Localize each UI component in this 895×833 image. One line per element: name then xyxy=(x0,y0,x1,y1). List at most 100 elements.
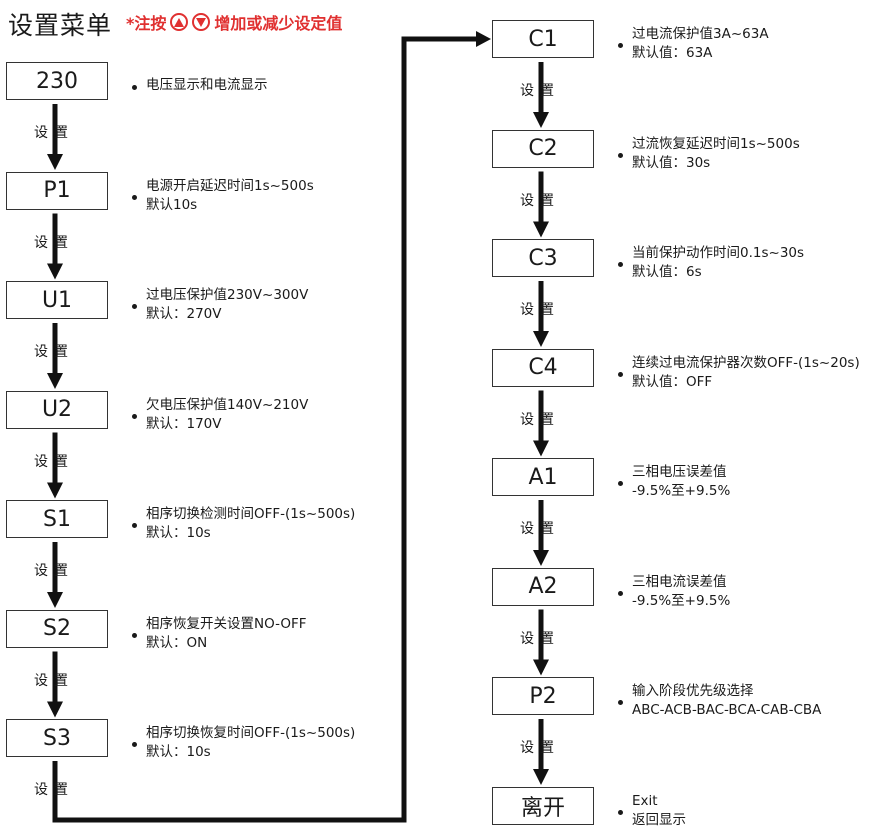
menu-box-right_column-0: C1 xyxy=(492,20,594,58)
step-label: 设置 xyxy=(520,83,560,99)
step-label: 设置 xyxy=(34,672,74,689)
menu-description: 电压显示和电流显示 xyxy=(146,76,268,95)
description-line: 当前保护动作时间0.1s~30s xyxy=(632,245,805,261)
bullet-dot xyxy=(618,481,623,486)
flow-arrow-head xyxy=(47,482,63,499)
menu-description: 相序切换恢复时间OFF-(1s~500s) 默认：10s xyxy=(146,724,355,762)
menu-description: Exit 返回显示 xyxy=(632,792,686,830)
flow-arrow-head xyxy=(533,769,549,785)
menu-description: 相序恢复开关设置NO-OFF 默认：ON xyxy=(146,615,307,653)
description-line: 电源开启延迟时间1s~500s xyxy=(146,177,314,194)
flow-arrow-head xyxy=(533,112,549,128)
description-line: 相序恢复开关设置NO-OFF xyxy=(146,615,307,632)
description-line: 过流恢复延迟时间1s~500s xyxy=(632,135,800,152)
flow-arrow-head xyxy=(533,440,549,457)
description-line: 输入阶段优先级选择 xyxy=(632,683,754,699)
step-label: 设置 xyxy=(520,302,560,318)
description-line: 相序切换恢复时间OFF-(1s~500s) xyxy=(146,725,356,741)
flow-arrow-head xyxy=(533,550,549,566)
bullet-dot xyxy=(132,413,137,419)
description-line: 相序切换检测时间OFF-(1s~500s) xyxy=(146,506,356,522)
menu-description: 过电压保护值230V~300V 默认：270V xyxy=(146,286,308,324)
description-line: ABC-ACB-BAC-BCA-CAB-CBA xyxy=(632,702,822,718)
menu-box-left_column-0: 230 xyxy=(6,62,108,100)
bullet-dot xyxy=(132,523,137,528)
bullet-dot xyxy=(132,304,137,309)
menu-box-right_column-5: A2 xyxy=(492,567,594,606)
description-line: 三相电流误差值 xyxy=(632,573,727,590)
flow-arrow-head xyxy=(47,592,63,608)
bullet-dot xyxy=(132,742,137,747)
menu-box-left_column-1: P1 xyxy=(6,171,108,210)
menu-description: 三相电压误差值-9.5%至+9.5% xyxy=(632,463,730,501)
down-triangle-circle-icon xyxy=(192,13,211,31)
description-line: 三相电压误差值 xyxy=(632,464,727,480)
menu-box-right_column-1: C2 xyxy=(492,129,594,168)
flow-arrow-head xyxy=(47,263,63,280)
description-line: 电压显示和电流显示 xyxy=(146,77,268,93)
description-line: 连续过电流保护器次数OFF-(1s~20s) xyxy=(632,354,860,371)
menu-box-left_column-3: U2 xyxy=(6,390,108,429)
note-suffix: 增加或减少设定值 xyxy=(214,14,343,33)
description-line: Exit xyxy=(632,792,658,809)
menu-description: 输入阶段优先级选择 ABC-ACB-BAC-BCA-CAB-CBA xyxy=(632,682,821,720)
bullet-dot xyxy=(132,632,137,638)
menu-box-right_column-7: 离开 xyxy=(492,786,594,825)
note-prefix: *注按 xyxy=(126,14,167,33)
menu-box-right_column-2: C3 xyxy=(492,239,594,277)
description-line: 默认值：30s xyxy=(632,154,711,171)
step-label: 设置 xyxy=(520,630,560,647)
menu-description: 过流恢复延迟时间1s~500s 默认值：30s xyxy=(632,135,800,173)
step-label: 设置 xyxy=(34,234,74,251)
menu-box-left_column-6: S3 xyxy=(6,719,108,757)
description-line: 默认值：63A xyxy=(632,45,713,61)
step-label: 设置 xyxy=(520,411,560,428)
flow-arrow-head xyxy=(533,221,549,238)
flow-arrow-head xyxy=(533,331,549,347)
step-label: 设置 xyxy=(34,125,74,141)
description-line: 返回显示 xyxy=(632,811,686,828)
description-line: 过电流保护值3A~63A xyxy=(632,26,769,42)
bullet-dot xyxy=(618,700,623,705)
description-line: 默认：ON xyxy=(146,634,208,651)
step-label: 设置 xyxy=(520,740,560,756)
bullet-dot xyxy=(618,590,623,596)
column-connector xyxy=(52,36,478,823)
description-line: 默认值：6s xyxy=(632,264,702,280)
flow-arrow-head xyxy=(47,154,63,170)
menu-description: 三相电流误差值 -9.5%至+9.5% xyxy=(632,573,730,611)
menu-description: 连续过电流保护器次数OFF-(1s~20s) 默认值：OFF xyxy=(632,354,860,392)
flow-arrow-head xyxy=(533,659,549,676)
step-label: 设置 xyxy=(520,192,560,209)
bullet-dot xyxy=(618,152,623,158)
description-line: 默认10s xyxy=(146,196,198,213)
bullet-dot xyxy=(618,43,623,48)
description-line: 欠电压保护值140V~210V xyxy=(146,396,309,413)
flow-arrow-head xyxy=(47,373,63,389)
menu-box-left_column-2: U1 xyxy=(6,281,108,319)
step-label: 设置 xyxy=(34,782,74,798)
step-label: 设置 xyxy=(34,344,74,360)
menu-box-right_column-6: P2 xyxy=(492,677,594,715)
bullet-dot xyxy=(618,371,623,377)
step-label: 设置 xyxy=(34,563,74,579)
bullet-dot xyxy=(132,194,137,200)
connector-arrow-head xyxy=(476,31,491,47)
menu-box-left_column-5: S2 xyxy=(6,609,108,648)
description-line: -9.5%至+9.5% xyxy=(632,592,731,609)
up-triangle-circle-icon xyxy=(170,13,189,31)
description-line: 默认：270V xyxy=(146,306,222,322)
instruction-note: *注按 增加或减少设定值 xyxy=(126,10,342,34)
flow-arrow-head xyxy=(47,701,63,718)
menu-box-right_column-3: C4 xyxy=(492,348,594,387)
page-title: 设置菜单 xyxy=(8,11,113,40)
bullet-dot xyxy=(132,85,137,90)
menu-box-right_column-4: A1 xyxy=(492,458,594,496)
description-line: 过电压保护值230V~300V xyxy=(146,287,309,303)
step-label: 设置 xyxy=(520,521,560,537)
bullet-dot xyxy=(618,809,623,815)
description-line: 默认值：OFF xyxy=(632,373,713,390)
description-line: 默认：10s xyxy=(146,744,211,760)
